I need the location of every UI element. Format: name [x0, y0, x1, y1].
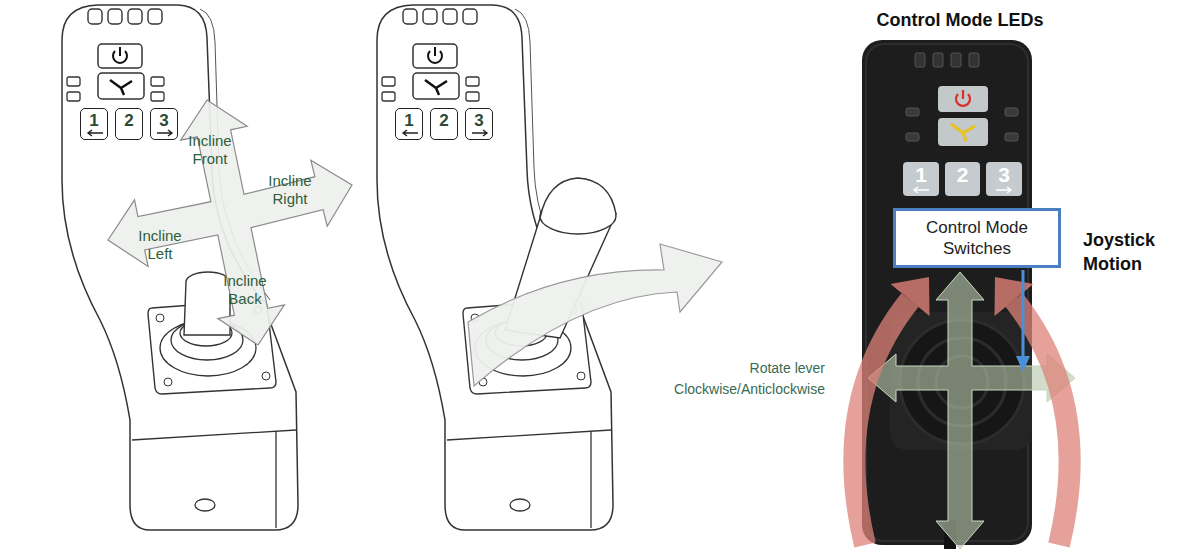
- button-arrow: [151, 129, 179, 137]
- direction-label: Incline Front: [180, 132, 240, 168]
- direction-label: Incline Left: [130, 227, 190, 263]
- button-number: 1: [903, 163, 939, 187]
- mode-button: 2: [945, 162, 980, 196]
- button-number: 2: [945, 163, 980, 187]
- rotate-note: Rotate lever Clockwise/Anticlockwise: [665, 358, 825, 400]
- mode-button: 1: [80, 108, 108, 140]
- callout-text: Control Mode Switches: [904, 217, 1050, 259]
- button-arrow: [466, 129, 494, 137]
- arrow-line: [88, 130, 103, 136]
- incline-arrows: Incline FrontIncline RightIncline LeftIn…: [100, 95, 362, 350]
- arrow-line: [403, 130, 418, 136]
- arrow-line: [996, 187, 1011, 193]
- mode-button: 2: [115, 108, 143, 140]
- mode-button: 1: [903, 162, 939, 196]
- button-arrow: [81, 129, 109, 137]
- cross-arrow: [108, 100, 352, 345]
- button-arrow: [396, 129, 424, 137]
- motion-label: Joystick Motion: [1083, 228, 1173, 276]
- button-number: 2: [431, 111, 457, 131]
- mode-button: 1: [395, 108, 423, 140]
- arrow-line: [157, 130, 172, 136]
- mode-button: 3: [465, 108, 493, 140]
- direction-label: Incline Back: [215, 272, 275, 308]
- button-number: 1: [396, 111, 422, 131]
- button-number: 1: [81, 111, 107, 131]
- arrow-line: [914, 187, 929, 193]
- button-number: 3: [151, 111, 177, 131]
- panel-heading: Control Mode LEDs: [855, 10, 1065, 31]
- button-number: 2: [116, 111, 142, 131]
- arrow-line: [472, 130, 487, 136]
- button-number: 3: [986, 163, 1022, 187]
- button-arrow: [986, 186, 1022, 194]
- button-arrow: [903, 186, 939, 194]
- mode-button: 2: [430, 108, 458, 140]
- mode-button: 3: [986, 162, 1022, 196]
- callout-box: Control Mode Switches: [893, 208, 1061, 268]
- mode-button: 3: [150, 108, 178, 140]
- direction-label: Incline Right: [260, 172, 320, 208]
- button-number: 3: [466, 111, 492, 131]
